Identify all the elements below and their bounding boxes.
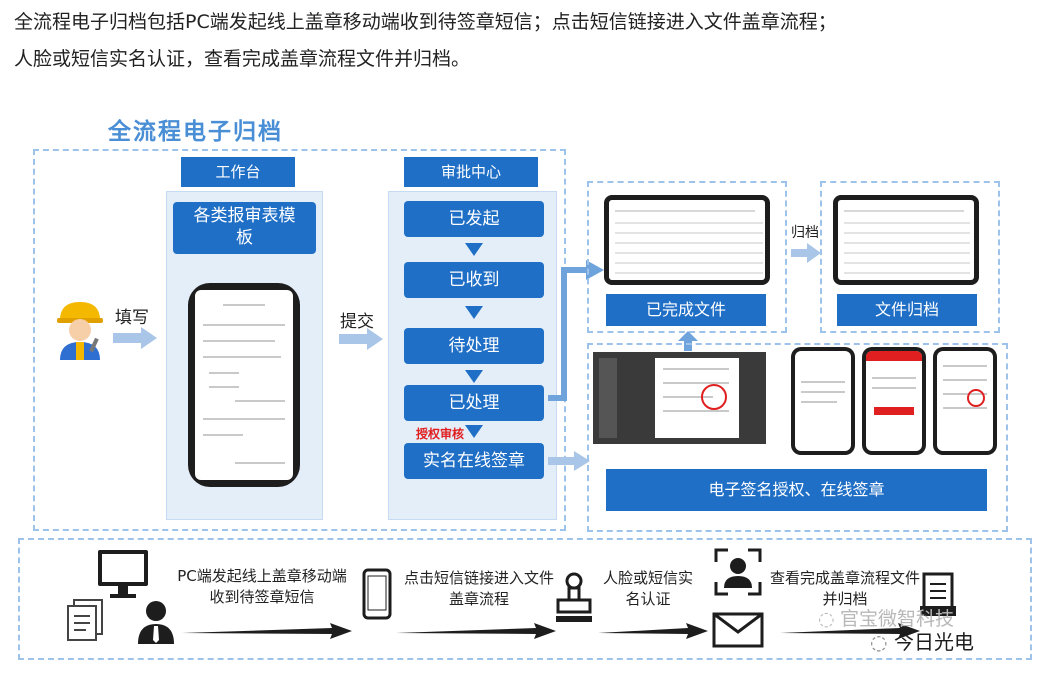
flow-step-2: 点击短信链接进入文件盖章流程 bbox=[404, 569, 555, 608]
watermark-channel-text: 今日光电 bbox=[894, 630, 974, 654]
esign-box bbox=[587, 343, 1008, 532]
archive-arrow bbox=[791, 243, 821, 267]
submit-arrow bbox=[339, 328, 383, 354]
template-title: 各类报审表模板 bbox=[173, 202, 316, 254]
step-online-sign: 实名在线签章 bbox=[404, 443, 544, 479]
intro-line-1: 全流程电子归档包括PC端发起线上盖章移动端收到待签章短信；点击短信链接进入文件盖… bbox=[14, 11, 837, 33]
flow-arrow-1 bbox=[182, 620, 352, 646]
esign-document-preview bbox=[593, 352, 766, 444]
flow-arrow-2 bbox=[396, 620, 556, 646]
step-arrow-4 bbox=[465, 425, 483, 438]
flow-step-1: PC端发起线上盖章移动端收到待签章短信 bbox=[177, 567, 347, 606]
wechat-icon-2: ◌ bbox=[870, 630, 888, 654]
esign-phone-1 bbox=[791, 347, 855, 455]
diagram-title: 全流程电子归档 bbox=[108, 119, 283, 145]
phone-icon bbox=[362, 568, 392, 624]
monitor-icon bbox=[96, 548, 150, 606]
archive-file-icon bbox=[918, 572, 958, 622]
approval-header: 审批中心 bbox=[404, 157, 538, 187]
workbench-header: 工作台 bbox=[181, 157, 295, 187]
user-icon bbox=[136, 600, 176, 648]
esign-label: 电子签名授权、在线签章 bbox=[606, 469, 987, 511]
watermark-channel: ◌今日光电 bbox=[870, 626, 974, 655]
step-initiated: 已发起 bbox=[404, 201, 544, 237]
step-arrow-2 bbox=[465, 306, 483, 319]
step-pending: 待处理 bbox=[404, 328, 544, 364]
watermark-company-text: 官宝微智科技 bbox=[840, 608, 955, 630]
flow-arrow-4 bbox=[780, 620, 920, 646]
archived-files-monitor bbox=[833, 195, 979, 285]
esign-phone-2 bbox=[862, 347, 926, 455]
step-arrow-3 bbox=[465, 370, 483, 383]
face-scan-icon bbox=[714, 548, 762, 600]
wechat-icon: ◌ bbox=[818, 608, 835, 630]
esign-up-arrow bbox=[678, 331, 698, 355]
completed-files-monitor bbox=[604, 195, 770, 285]
flow-step-3: 人脸或短信实名认证 bbox=[602, 569, 693, 608]
auth-review-label: 授权审核 bbox=[416, 427, 465, 441]
fill-arrow bbox=[113, 327, 157, 353]
template-phone bbox=[188, 283, 300, 487]
worker-icon bbox=[52, 298, 108, 360]
archived-files-box bbox=[820, 181, 1000, 333]
flow-arrow-3 bbox=[598, 620, 708, 646]
to-completed-arrow bbox=[548, 258, 608, 412]
intro-line-2: 人脸或短信实名认证，查看完成盖章流程文件并归档。 bbox=[14, 48, 471, 70]
template-phone-screen bbox=[195, 290, 293, 480]
documents-icon bbox=[64, 598, 104, 646]
to-esign-arrow bbox=[548, 451, 590, 475]
flow-step-4: 查看完成盖章流程文件并归档 bbox=[770, 569, 921, 608]
step-processed: 已处理 bbox=[404, 385, 544, 421]
intro-text: 全流程电子归档包括PC端发起线上盖章移动端收到待签章短信；点击短信链接进入文件盖… bbox=[14, 4, 1034, 78]
completed-files-label: 已完成文件 bbox=[606, 294, 766, 326]
fill-label: 填写 bbox=[115, 308, 149, 328]
submit-label: 提交 bbox=[340, 312, 374, 332]
archived-files-label: 文件归档 bbox=[837, 294, 977, 326]
bottom-flow-box bbox=[18, 538, 1032, 660]
esign-phone-3 bbox=[933, 347, 997, 455]
step-arrow-1 bbox=[465, 243, 483, 256]
archive-label: 归档 bbox=[791, 225, 819, 241]
envelope-icon bbox=[712, 612, 764, 652]
step-received: 已收到 bbox=[404, 262, 544, 298]
stamp-icon bbox=[554, 572, 594, 630]
watermark-company: ◌官宝微智科技 bbox=[818, 604, 954, 631]
template-title-text: 各类报审表模板 bbox=[193, 206, 296, 248]
